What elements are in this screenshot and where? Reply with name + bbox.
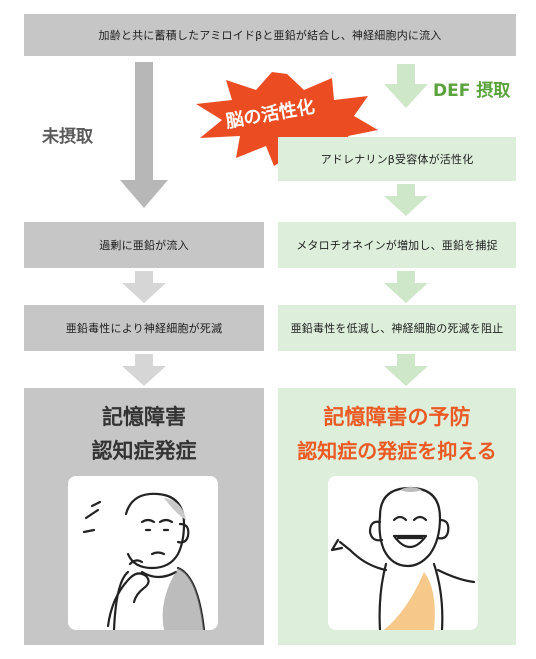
right-arrow-2 bbox=[384, 271, 428, 303]
right-arrow-0 bbox=[384, 64, 428, 108]
right-step1-box: メタロチオネインが増加し、亜鉛を捕捉 bbox=[278, 222, 516, 268]
right-arrow-1 bbox=[384, 184, 428, 216]
right-illustration-card bbox=[328, 476, 478, 630]
right-step1-text: メタロチオネインが増加し、亜鉛を捕捉 bbox=[296, 239, 498, 252]
left-arrow-2 bbox=[122, 271, 166, 303]
top-box: 加齢と共に蓄積したアミロイドβと亜鉛が結合し、神経細胞内に流入 bbox=[24, 14, 516, 56]
happy-man-illustration-icon bbox=[330, 486, 476, 630]
left-step1-text: 過剰に亜鉛が流入 bbox=[99, 239, 189, 252]
right-step2-text: 亜鉛毒性を低減し、神経細胞の死滅を阻止 bbox=[290, 322, 504, 335]
left-step2-box: 亜鉛毒性により神経細胞が死滅 bbox=[24, 305, 264, 351]
right-label: DEF 摂取 bbox=[433, 81, 511, 101]
left-step1-box: 過剰に亜鉛が流入 bbox=[24, 222, 264, 268]
right-arrow-3 bbox=[384, 354, 428, 386]
left-step2-text: 亜鉛毒性により神経細胞が死滅 bbox=[65, 322, 223, 335]
left-result-line1: 記憶障害 bbox=[102, 405, 186, 429]
right-result-line1: 記憶障害の予防 bbox=[323, 405, 471, 429]
left-result-line2: 認知症発症 bbox=[91, 439, 197, 463]
right-step0-box: アドレナリンβ受容体が活性化 bbox=[278, 137, 516, 181]
left-arrow-3 bbox=[122, 354, 166, 386]
right-step2-box: 亜鉛毒性を低減し、神経細胞の死滅を阻止 bbox=[278, 305, 516, 351]
left-illustration-card bbox=[68, 476, 218, 630]
right-step0-text: アドレナリンβ受容体が活性化 bbox=[320, 153, 474, 166]
left-arrow-1 bbox=[120, 62, 168, 208]
left-label: 未摂取 bbox=[42, 127, 93, 147]
top-box-text: 加齢と共に蓄積したアミロイドβと亜鉛が結合し、神経細胞内に流入 bbox=[98, 29, 442, 42]
worried-man-illustration-icon bbox=[82, 492, 206, 630]
right-result-line2: 認知症の発症を抑える bbox=[297, 439, 497, 463]
